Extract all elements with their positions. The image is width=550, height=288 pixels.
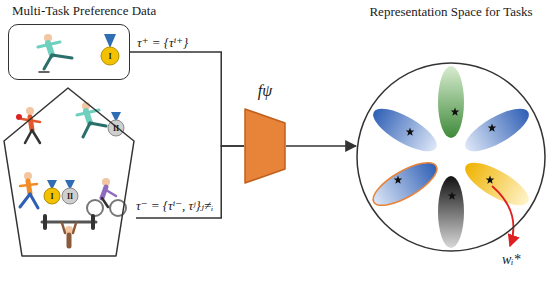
skater-figure xyxy=(38,42,60,47)
optimal-weight-label: wᵢ* xyxy=(502,252,521,268)
pentagon-outline xyxy=(4,88,134,256)
cluster-stars xyxy=(394,176,403,184)
space-outline xyxy=(357,63,545,251)
cyclist-figure xyxy=(106,190,116,196)
task-clusters xyxy=(438,66,464,138)
runner-figure xyxy=(20,194,30,207)
representation-circle-outline xyxy=(356,62,546,252)
cyclist-figure xyxy=(87,200,103,216)
medal-number: I xyxy=(108,52,111,61)
silver-medal xyxy=(108,112,124,136)
connector xyxy=(136,146,244,218)
negative-set-pentagon-outline xyxy=(2,86,136,258)
node-label: τ⁻ = {τⁱ⁻, τʲ}ⱼ≠ᵢ xyxy=(136,198,213,214)
node-label: τ⁺ = {τⁱ⁺} xyxy=(137,35,188,51)
connector xyxy=(130,52,244,146)
node-label: fψ xyxy=(258,82,272,100)
runner-figure xyxy=(20,184,37,186)
weightlifter-figure xyxy=(62,223,65,233)
weightlifter-figure xyxy=(42,216,96,246)
table-tennis-figure xyxy=(25,130,32,143)
cluster-stars xyxy=(448,192,457,200)
encoder-trapezoid: fψ xyxy=(244,108,286,184)
positive-set-box: τ⁺ = {τⁱ⁺} xyxy=(8,24,130,80)
table-tennis-figure xyxy=(26,107,34,115)
cyclist-figure xyxy=(102,187,106,198)
silver-medal xyxy=(62,188,78,204)
task-clusters xyxy=(367,101,442,160)
table-tennis-figure xyxy=(16,114,22,120)
skater-figure xyxy=(38,34,72,72)
section-title: Multi-Task Preference Data xyxy=(12,3,156,19)
representation-circle: Representation Space for Tasks xyxy=(356,62,546,252)
negative-set-pentagon: τ⁻ = {τⁱ⁻, τʲ}ⱼ≠ᵢ xyxy=(2,86,136,258)
cluster-stars xyxy=(406,128,415,136)
cyclist-figure xyxy=(102,198,108,207)
gold-medal xyxy=(101,34,119,65)
task-clusters xyxy=(367,66,534,248)
medal-number: II xyxy=(113,124,119,133)
pointer-arrow xyxy=(492,186,513,246)
skater-figure xyxy=(83,123,90,137)
skater-figure xyxy=(44,55,52,69)
encoder-shape xyxy=(245,109,285,183)
runner-figure xyxy=(20,172,38,208)
connector xyxy=(286,145,356,147)
weightlifter-figure xyxy=(67,235,72,246)
medal-number: II xyxy=(67,192,73,201)
table-tennis-figure xyxy=(16,107,40,143)
gold-medal xyxy=(101,47,119,65)
medal-number: I xyxy=(50,192,53,201)
weightlifter-figure xyxy=(91,216,95,228)
weightlifter-figure xyxy=(43,216,47,228)
gold-medal xyxy=(104,34,116,48)
gold-medal xyxy=(44,188,60,204)
runner-figure xyxy=(30,194,38,208)
table-tennis-figure xyxy=(32,130,40,143)
skater-figure xyxy=(52,55,72,58)
weightlifter-figure xyxy=(73,223,76,233)
weightlifter-figure xyxy=(42,221,96,224)
encoder-trapezoid-outline xyxy=(244,108,286,184)
section-title: Representation Space for Tasks xyxy=(369,4,532,20)
skater-figure xyxy=(90,123,106,126)
runner-figure xyxy=(28,181,30,194)
skater-figure xyxy=(39,71,49,73)
silver-medal xyxy=(62,180,78,204)
task-clusters xyxy=(459,155,534,214)
cluster-stars xyxy=(486,176,495,184)
task-clusters xyxy=(459,101,534,160)
gold-medal xyxy=(44,180,60,204)
task-clusters xyxy=(367,155,442,214)
cluster-stars xyxy=(451,108,460,116)
cluster-stars xyxy=(488,124,497,132)
cyclist-figure xyxy=(87,178,126,216)
task-clusters xyxy=(438,176,464,248)
cluster-stars xyxy=(394,108,497,200)
